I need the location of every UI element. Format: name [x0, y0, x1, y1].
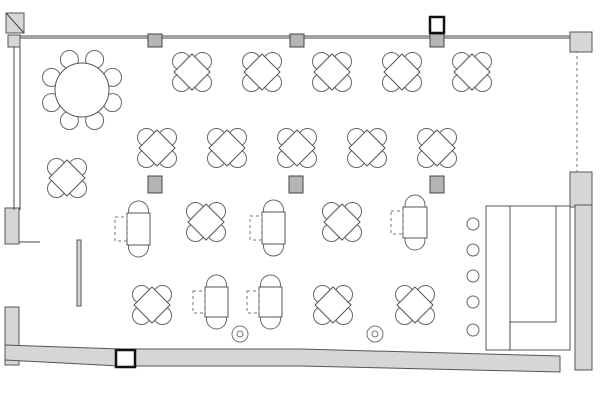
bench-outline [390, 210, 404, 235]
diamond-table-set [347, 128, 387, 168]
open-column [114, 348, 137, 369]
diamond-table [453, 53, 491, 91]
diamond-table-set [312, 52, 352, 92]
diamond-table [208, 129, 246, 167]
diamond-table [138, 129, 176, 167]
diamond-table [48, 159, 86, 197]
open-column [428, 15, 446, 35]
rect-table-set [390, 194, 428, 251]
diamond-table [418, 129, 456, 167]
diamond-table [314, 286, 352, 324]
diamond-table-set [132, 285, 172, 325]
rect-table [402, 206, 428, 239]
partition-wall [76, 239, 82, 307]
diamond-table-set [47, 158, 87, 198]
column [289, 33, 305, 48]
bench-outline [246, 290, 260, 314]
rect-table [204, 286, 229, 318]
diamond-table-set [417, 128, 457, 168]
east-wall [574, 204, 593, 371]
northwest-pier [7, 34, 21, 48]
bar-stool [466, 243, 480, 257]
bar-stool [466, 269, 480, 283]
diamond-table-set [172, 52, 212, 92]
walls [4, 12, 593, 373]
round-table [54, 62, 110, 118]
diamond-table [243, 53, 281, 91]
columns [114, 15, 446, 369]
diamond-table-set [277, 128, 317, 168]
floor-drain-center [236, 330, 244, 338]
diamond-table [396, 286, 434, 324]
bar-stool [466, 295, 480, 309]
rect-table-set [246, 274, 283, 330]
bar-stool [466, 323, 480, 337]
diamond-table [313, 53, 351, 91]
west-wall-segment [4, 207, 20, 245]
bench-outline [249, 215, 263, 241]
diamond-table-set [452, 52, 492, 92]
bar-counter-inner [509, 205, 557, 323]
diamond-table-set [186, 202, 226, 242]
diamond-table [187, 203, 225, 241]
diamond-table-set [382, 52, 422, 92]
diamond-table [323, 203, 361, 241]
east-wall-column [569, 171, 593, 208]
diamond-table [383, 53, 421, 91]
diamond-table [348, 129, 386, 167]
rect-table [261, 211, 286, 245]
diamond-table [278, 129, 316, 167]
round-table-group [42, 50, 122, 130]
diamond-table-set [322, 202, 362, 242]
bench-outline [114, 216, 128, 242]
rect-table-set [249, 199, 286, 257]
diamond-table-set [207, 128, 247, 168]
diamond-table-set [395, 285, 435, 325]
bar-stool [466, 217, 480, 231]
rect-table-groups [114, 194, 428, 330]
diamond-table [173, 53, 211, 91]
column [147, 175, 163, 194]
diamond-table-set [137, 128, 177, 168]
column [147, 33, 163, 48]
diamond-table-set [242, 52, 282, 92]
south-wall [4, 344, 561, 373]
bar-counter [485, 205, 571, 351]
diamond-table-set [313, 285, 353, 325]
rect-table [126, 212, 151, 246]
diamond-table [133, 286, 171, 324]
northwest-corner-diagonal [5, 12, 25, 34]
bar-stools [466, 217, 480, 337]
floor-drain-center [371, 330, 379, 338]
bench-outline [192, 290, 206, 314]
rect-table [258, 286, 283, 318]
diamond-table-groups [47, 52, 492, 325]
column [429, 175, 445, 194]
floor-fixtures [231, 325, 384, 343]
rect-table-set [114, 200, 151, 258]
column [288, 175, 304, 194]
rect-table-set [192, 274, 229, 330]
northeast-corner [569, 31, 593, 53]
column [429, 33, 445, 48]
